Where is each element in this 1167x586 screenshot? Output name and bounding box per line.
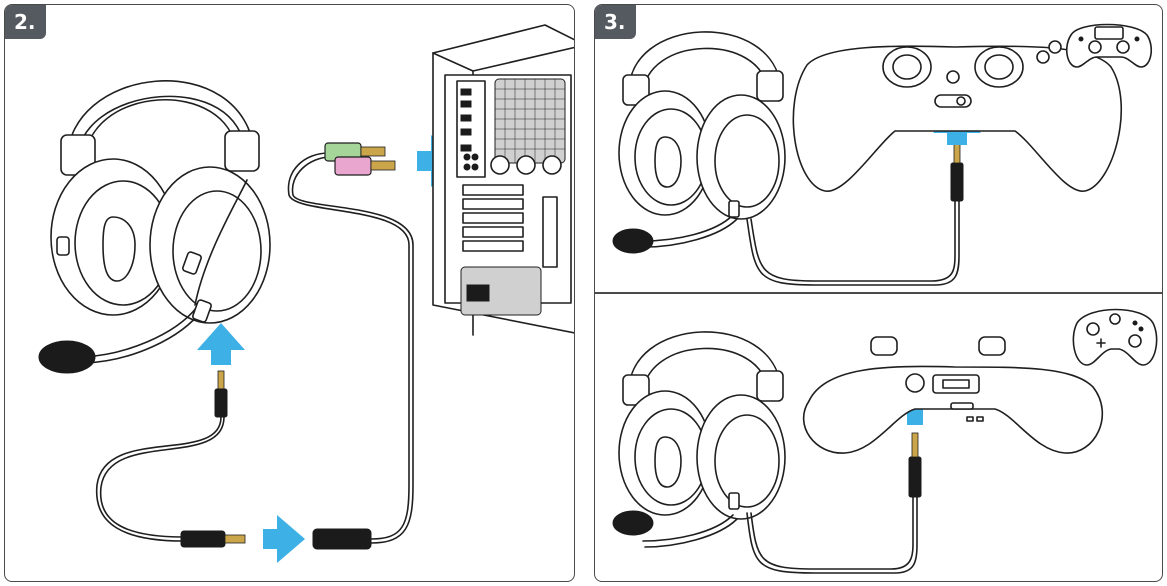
xbox-jack-plug [908,432,922,498]
extension-plug [180,530,246,548]
splitter-socket [312,528,372,550]
arrow-right-extension [263,515,305,563]
step-3-illustration [612,23,1158,574]
playstation-controller [792,40,1123,192]
xbox-controller [802,336,1104,454]
playstation-controller-icon [1065,23,1153,68]
ps-jack-plug [950,142,964,202]
arrow-up-headset [197,323,245,365]
step-2-badge: 2. [5,5,46,39]
step-2-panel: 2. [4,4,575,582]
headset-illustration-top [612,31,786,254]
headphone-plug [334,156,396,176]
headset-illustration-bottom [612,331,786,548]
panel-divider [595,292,1162,294]
step-3-badge: 3. [595,5,636,39]
pc-tower-icon [432,24,574,336]
headset-illustration [38,80,271,374]
step-2-illustration [38,24,574,563]
headset-jack-plug [214,370,228,418]
xbox-controller-icon [1072,308,1158,366]
step-3-panel: 3. [594,4,1163,582]
